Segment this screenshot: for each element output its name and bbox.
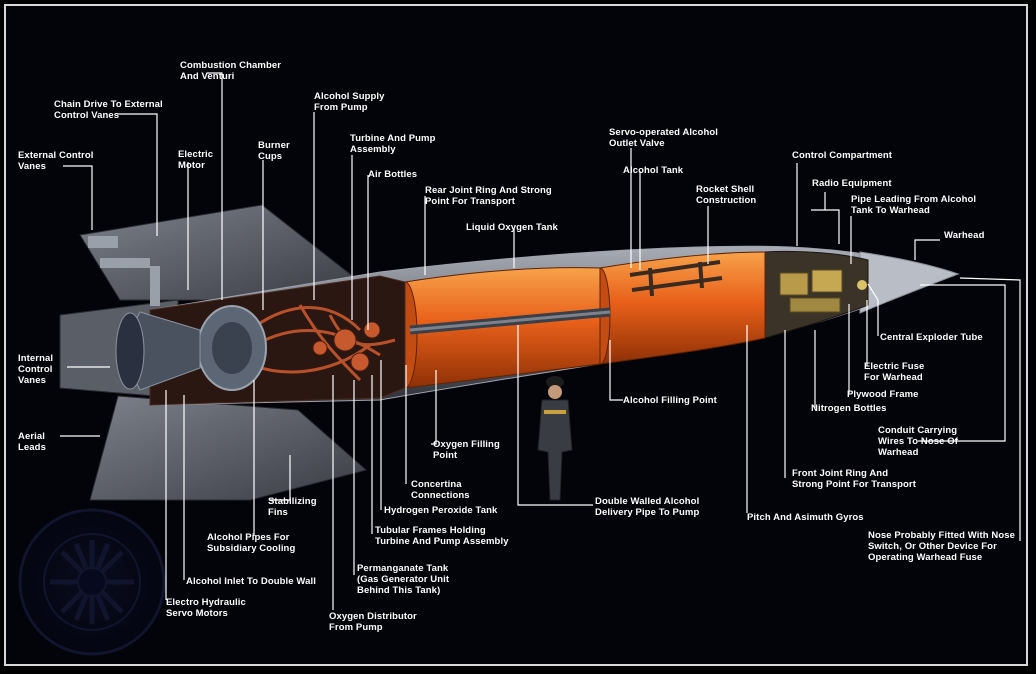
label-stabilizing-fins: Stabilizing Fins [268,496,317,518]
label-radio-equipment: Radio Equipment [812,178,892,189]
label-double-walled-pipe: Double Walled Alcohol Delivery Pipe To P… [595,496,700,518]
label-aerial-leads: Aerial Leads [18,431,46,453]
label-alcohol-supply: Alcohol Supply From Pump [314,91,385,113]
label-external-vanes: External Control Vanes [18,150,94,172]
label-central-exploder: Central Exploder Tube [880,332,983,343]
label-rocket-shell: Rocket Shell Construction [696,184,757,206]
label-front-joint-ring: Front Joint Ring And Strong Point For Tr… [792,468,916,490]
label-electric-motor: Electric Motor [178,149,214,171]
label-alcohol-tank: Alcohol Tank [623,165,684,176]
label-liquid-oxygen-tank: Liquid Oxygen Tank [466,222,558,233]
label-oxygen-distributor: Oxygen Distributor From Pump [329,611,417,633]
control-compartment [764,250,869,339]
label-alcohol-inlet: Alcohol Inlet To Double Wall [186,576,316,587]
label-oxygen-filling: Oxygen Filling Point [433,439,500,461]
label-control-compartment: Control Compartment [792,150,893,161]
label-internal-vanes: Internal Control Vanes [18,353,54,386]
label-electric-fuse: Electric Fuse For Warhead [864,361,925,383]
leader-lines [60,72,1021,610]
label-pitch-azimuth: Pitch And Asimuth Gyros [747,512,864,523]
label-nose-fitted: Nose Probably Fitted With Nose Switch, O… [868,530,1016,563]
engine-section [88,236,406,406]
label-air-bottles: Air Bottles [368,169,418,180]
label-chain-drive: Chain Drive To External Control Vanes [54,99,163,121]
label-turbine-pump: Turbine And Pump Assembly [350,133,436,155]
liquid-oxygen-tank [392,267,611,389]
label-conduit-wires: Conduit Carrying Wires To Nose Of Warhea… [878,425,958,458]
label-pipe-alcohol-warhead: Pipe Leading From Alcohol Tank To Warhea… [851,194,977,216]
label-servo-alcohol-valve: Servo-operated Alcohol Outlet Valve [609,127,719,149]
label-burner-cups: Burner Cups [258,140,290,162]
alcohol-tank [589,251,766,365]
label-rear-joint-ring: Rear Joint Ring And Strong Point For Tra… [425,185,552,207]
label-electro-hydraulic: Electro Hydraulic Servo Motors [166,597,246,619]
label-nitrogen-bottles: Nitrogen Bottles [811,403,887,414]
label-alcohol-pipes-cooling: Alcohol Pipes For Subsidiary Cooling [207,532,296,554]
smithsonian-seal [18,508,166,656]
label-alcohol-filling: Alcohol Filling Point [623,395,717,406]
label-plywood-frame: Plywood Frame [847,389,919,400]
label-combustion-chamber: Combustion Chamber And Venturi [180,60,282,82]
label-hydrogen-peroxide: Hydrogen Peroxide Tank [384,505,498,516]
label-tubular-frames: Tubular Frames Holding Turbine And Pump … [375,525,509,547]
label-permanganate: Permanganate Tank (Gas Generator Unit Be… [357,563,450,596]
label-warhead: Warhead [944,230,985,241]
soldier-figure [537,376,573,501]
label-concertina: Concertina Connections [411,479,470,501]
